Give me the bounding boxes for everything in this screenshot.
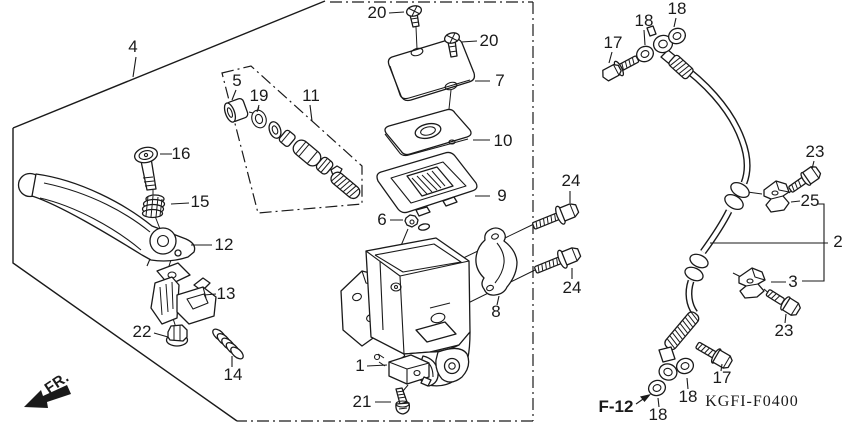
- callout-16: 16: [171, 144, 191, 163]
- part-18-washer-top-b: [668, 27, 686, 45]
- callout-7: 7: [495, 71, 505, 90]
- part-24-bolt-a: [532, 203, 580, 230]
- callout-15: 15: [190, 192, 210, 211]
- callout-17-top: 17: [603, 33, 623, 52]
- part-12-brake-lever: [17, 172, 196, 267]
- figure-ref-label: F-12: [598, 397, 634, 416]
- main-outline: [12, 0, 534, 422]
- callout-18-bottom-mid: 18: [678, 387, 698, 406]
- part-18-washer-top-a: [636, 45, 654, 63]
- part-8-holder-clamp: [475, 227, 518, 296]
- part-6-clip: [404, 214, 431, 231]
- callout-18-bottom-left: 18: [648, 405, 668, 424]
- part-17-bolt-bottom: [695, 341, 733, 369]
- part-18-washer-bottom-left: [647, 379, 667, 397]
- part-3-hose-clamp: [738, 267, 766, 299]
- part-5-boot: [223, 98, 249, 123]
- callout-24a: 24: [561, 171, 581, 190]
- part-21-switch-screw: [395, 387, 411, 415]
- callout-23-top: 23: [805, 142, 825, 161]
- callout-9: 9: [497, 186, 507, 205]
- part-16-pivot-bolt: [133, 146, 159, 191]
- part-11-piston-set: [268, 121, 361, 200]
- part-19-circlip: [248, 106, 267, 129]
- callout-10: 10: [493, 131, 513, 150]
- part-14-spring: [212, 328, 244, 360]
- callout-20b: 20: [479, 31, 499, 50]
- fr-direction-arrow: [24, 385, 71, 408]
- part-18-washer-bottom-mid: [675, 357, 695, 375]
- callout-6: 6: [377, 210, 387, 229]
- part-15-pivot-spring: [141, 194, 166, 219]
- callout-4: 4: [128, 37, 138, 56]
- leader-lines: [132, 11, 828, 408]
- part-17-bolt-top: [602, 55, 640, 82]
- callout-19: 19: [249, 86, 269, 105]
- callout-18-top-b: 18: [667, 0, 687, 18]
- callout-3: 3: [788, 272, 798, 291]
- part-10-diaphragm-plate: [384, 108, 472, 157]
- callout-2: 2: [833, 232, 843, 251]
- part-22-nut: [165, 324, 189, 347]
- callout-24b: 24: [562, 278, 582, 297]
- callout-17-bottom: 17: [712, 368, 732, 387]
- callout-13: 13: [216, 284, 236, 303]
- part-20-screw-a: [405, 5, 423, 28]
- callout-22: 22: [132, 322, 152, 341]
- callout-11: 11: [302, 86, 320, 105]
- callout-12: 12: [214, 235, 234, 254]
- part-9-diaphragm: [376, 151, 478, 217]
- part-23-bolt-top: [788, 166, 822, 193]
- callout-8: 8: [491, 302, 501, 321]
- callout-1: 1: [355, 356, 365, 375]
- part-25-hose-clamp: [763, 180, 790, 213]
- callout-18-top-a: 18: [634, 11, 654, 30]
- part-7-reservoir-cover: [387, 37, 476, 102]
- callout-21: 21: [352, 392, 372, 411]
- piston-kit-outline: [221, 65, 363, 214]
- master-cylinder-body: [340, 237, 471, 387]
- figure-ref-arrow: [635, 394, 651, 405]
- part-2-brake-hose: [646, 25, 751, 381]
- callout-14: 14: [223, 365, 243, 384]
- callout-5: 5: [232, 71, 242, 90]
- part-23-bolt-bottom: [765, 289, 801, 316]
- part-13-lever-bracket: [150, 262, 217, 325]
- part-1-brake-switch: [373, 353, 432, 387]
- diagram-code-label: KGFI-F0400: [705, 393, 799, 410]
- callout-23-bottom: 23: [774, 321, 794, 340]
- part-24-bolt-b: [534, 247, 582, 274]
- callout-25: 25: [800, 191, 820, 210]
- callout-20a: 20: [367, 3, 387, 22]
- part-20-screw-b: [443, 32, 461, 58]
